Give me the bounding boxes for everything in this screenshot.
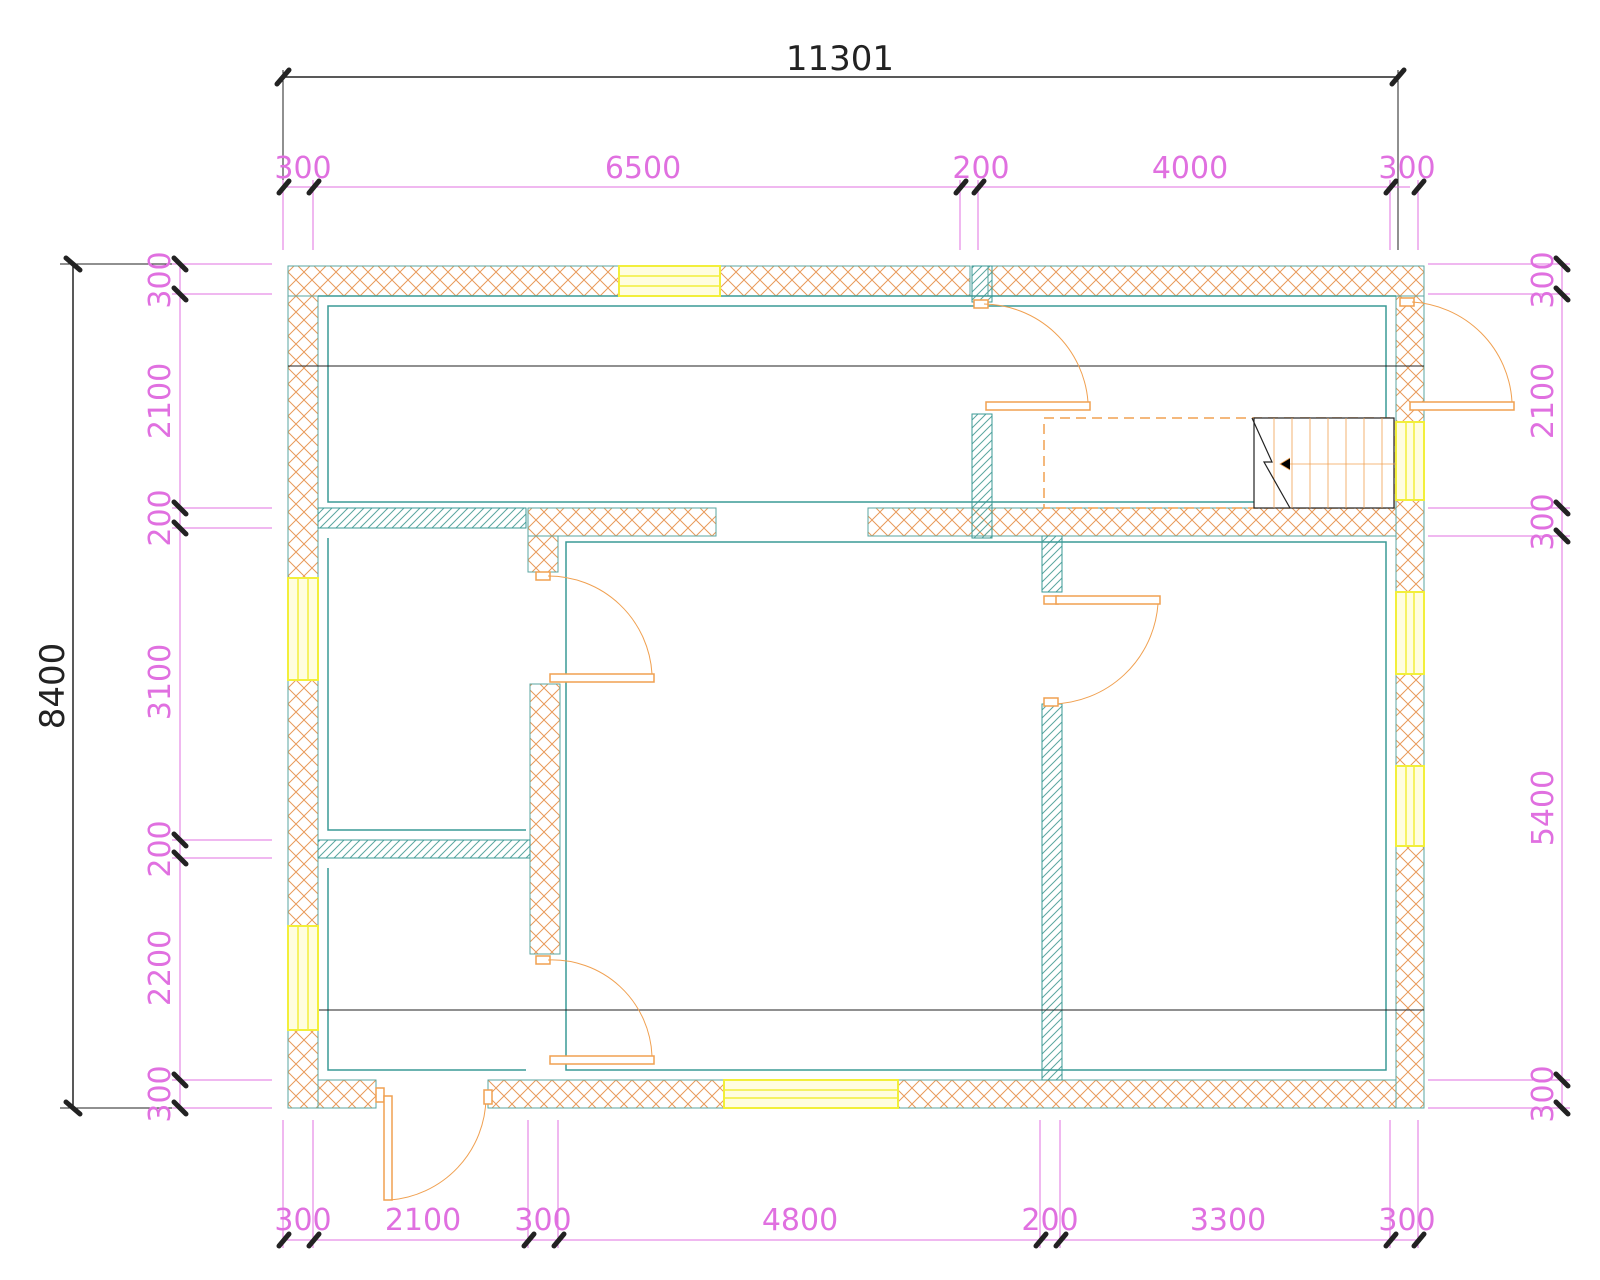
left-dim-label: 300 <box>143 1065 178 1122</box>
right-dim-label: 300 <box>1526 493 1561 550</box>
right-dimensions <box>1428 263 1570 1109</box>
room-outlines <box>318 295 1396 1071</box>
left-dim-label: 2200 <box>143 930 178 1006</box>
window-glass-lines <box>297 275 1415 1099</box>
reference-lines <box>288 365 1424 1011</box>
left-ticks <box>171 255 189 1117</box>
right-dim-label: 2100 <box>1526 363 1561 439</box>
top-dimensions <box>282 180 1419 250</box>
top-dim-label: 300 <box>1378 151 1435 186</box>
top-ticks <box>276 178 1427 196</box>
window <box>1395 421 1425 501</box>
right-ticks <box>1553 255 1571 1117</box>
bottom-dim-label: 300 <box>1378 1203 1435 1238</box>
bottom-dim-label: 300 <box>274 1203 331 1238</box>
left-dim-label: 200 <box>143 820 178 877</box>
bottom-dim-label: 2100 <box>385 1203 461 1238</box>
right-dim-label: 5400 <box>1526 770 1561 846</box>
top-dim-label: 300 <box>274 151 331 186</box>
exterior-walls <box>287 265 1425 1109</box>
window <box>287 577 319 681</box>
top-dim-label: 6500 <box>605 151 681 186</box>
top-dim-label: 4000 <box>1152 151 1228 186</box>
interior-walls <box>527 507 1397 955</box>
left-dim-label: 2100 <box>143 363 178 439</box>
bottom-dim-label: 200 <box>1021 1203 1078 1238</box>
window <box>287 925 319 1031</box>
left-dim-label: 200 <box>143 489 178 546</box>
right-dim-label: 300 <box>1526 251 1561 308</box>
bottom-dim-label: 4800 <box>762 1203 838 1238</box>
left-dim-label: 3100 <box>143 644 178 720</box>
right-dimension-labels: 300 2100 300 5400 300 <box>1526 251 1561 1122</box>
window <box>1395 765 1425 847</box>
overall-height-dimension: 8400 <box>33 255 272 1117</box>
bottom-dimension-labels: 300 2100 300 4800 200 3300 300 <box>274 1203 1435 1238</box>
left-dimension-labels: 300 2100 200 3100 200 2200 300 <box>143 251 178 1122</box>
top-dim-label: 200 <box>952 151 1009 186</box>
window <box>1395 591 1425 675</box>
left-dim-label: 300 <box>143 251 178 308</box>
bottom-dimensions <box>282 1120 1419 1248</box>
bottom-dim-label: 300 <box>514 1203 571 1238</box>
partitions <box>317 265 1063 1081</box>
overall-width-dimension: 11301 <box>274 39 1407 250</box>
top-dimension-labels: 300 6500 200 4000 300 <box>274 151 1435 186</box>
left-dimensions <box>172 263 272 1109</box>
window <box>723 1079 899 1109</box>
bottom-ticks <box>276 1231 1427 1249</box>
overall-width-label: 11301 <box>786 39 894 79</box>
bottom-dim-label: 3300 <box>1190 1203 1266 1238</box>
doors <box>375 297 1515 1201</box>
right-dim-label: 300 <box>1526 1065 1561 1122</box>
window <box>618 265 721 297</box>
stair <box>1043 417 1396 509</box>
windows <box>287 265 1425 1109</box>
overall-height-label: 8400 <box>33 643 73 730</box>
